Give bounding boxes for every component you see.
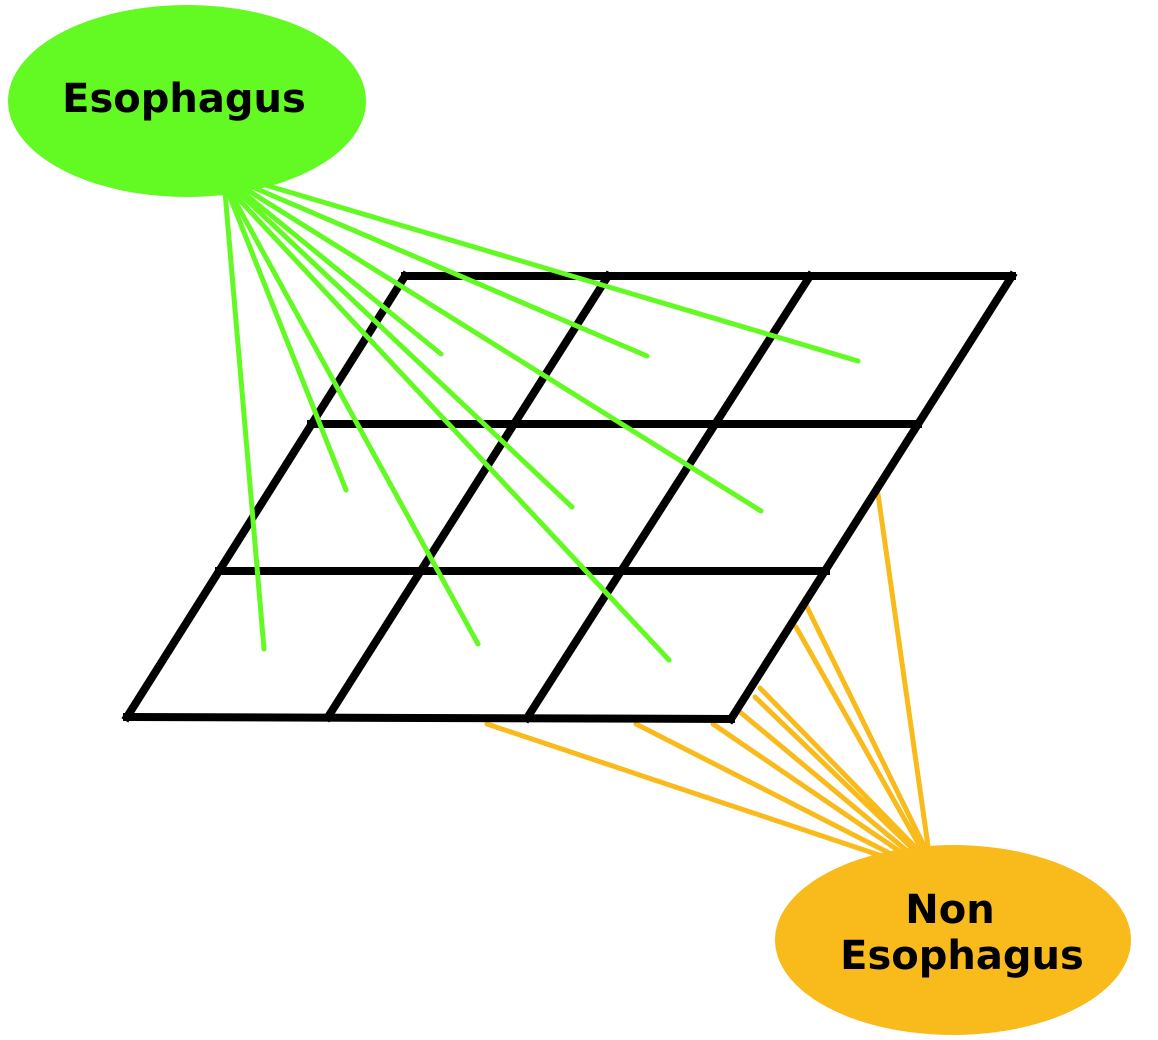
grid-column-line-inner-left: [322, 270, 614, 723]
esophagus-node: Esophagus: [8, 5, 366, 197]
non-esophagus-connection-line: [803, 602, 928, 851]
non-esophagus-connection-line: [737, 709, 915, 858]
esophagus-node-shape: [8, 5, 366, 197]
grid-row-line-bottom: [122, 712, 736, 724]
non-esophagus-node-label-line1: Non: [905, 887, 994, 933]
esophagus-connection-line: [229, 189, 672, 663]
esophagus-connections: [222, 181, 861, 663]
esophagus-connection-line: [241, 185, 764, 514]
non-esophagus-node-label-line2: Esophagus: [840, 933, 1084, 979]
non-esophagus-node: Non Esophagus: [775, 845, 1131, 1035]
non-esophagus-connection-line: [875, 491, 931, 849]
non-esophagus-connection-line: [633, 721, 898, 859]
non-esophagus-connection-line: [793, 624, 925, 853]
grid: [121, 270, 1018, 725]
esophagus-connection-line: [233, 187, 575, 510]
esophagus-connection-line: [237, 187, 444, 357]
esophagus-connection-line: [225, 189, 349, 493]
non-esophagus-connection-line: [484, 721, 888, 860]
non-esophagus-connection-line: [710, 721, 908, 858]
non-esophagus-connection-line: [757, 685, 923, 855]
non-esophagus-node-shape: [775, 845, 1131, 1035]
esophagus-connection-line: [227, 189, 481, 647]
grid-column-line-right: [725, 270, 1018, 725]
non-esophagus-connection-line: [752, 694, 920, 856]
grid-column-line-left: [121, 270, 411, 723]
grid-column-line-inner-right: [521, 270, 816, 724]
esophagus-node-label: Esophagus: [62, 76, 306, 122]
esophagus-connection-line: [247, 183, 650, 359]
esophagus-connection-line: [259, 181, 861, 364]
esophagus-connection-line: [222, 189, 267, 652]
non-esophagus-connections: [484, 491, 931, 860]
